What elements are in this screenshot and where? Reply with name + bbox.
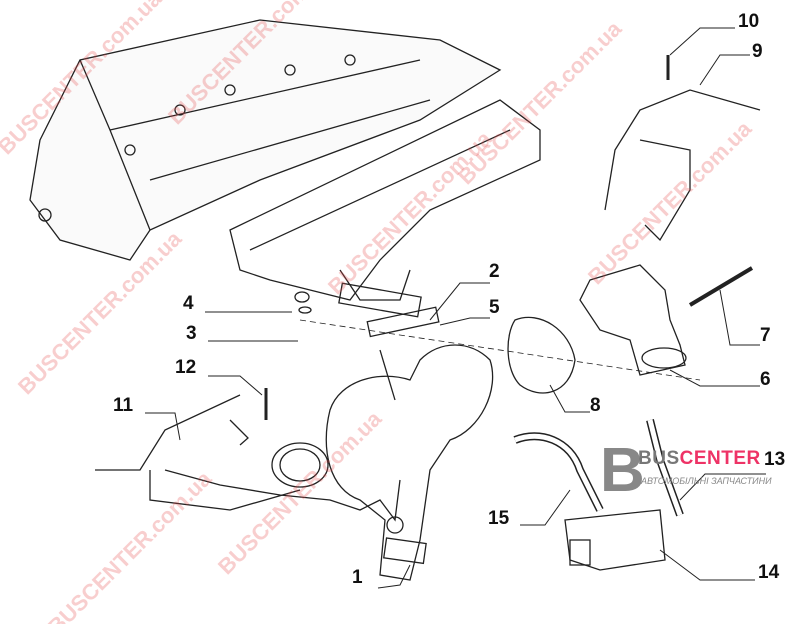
gasket-8 bbox=[507, 316, 576, 394]
exhaust-manifold bbox=[229, 99, 541, 318]
callout-14: 14 bbox=[758, 562, 780, 583]
callout-2: 2 bbox=[489, 261, 500, 282]
callout-8: 8 bbox=[590, 395, 601, 416]
hoses bbox=[513, 419, 684, 571]
cylinder-head bbox=[29, 19, 502, 261]
oil-pipe-9 bbox=[604, 55, 761, 242]
callout-12: 12 bbox=[175, 357, 197, 378]
gasket-5 bbox=[366, 306, 440, 338]
callout-13: 13 bbox=[764, 449, 786, 470]
turbocharger bbox=[271, 344, 494, 581]
callout-1: 1 bbox=[352, 567, 363, 588]
callout-3: 3 bbox=[186, 323, 197, 344]
callout-4: 4 bbox=[183, 293, 194, 314]
callout-9: 9 bbox=[752, 41, 763, 62]
outlet-elbow bbox=[579, 264, 687, 376]
buscenter-logo: B BUSCENTER АВТОМОБІЛЬНІ ЗАПЧАСТИНИ bbox=[600, 436, 772, 505]
assembly-axis bbox=[299, 319, 701, 381]
washer-3 bbox=[298, 306, 312, 314]
callout-11: 11 bbox=[113, 395, 134, 416]
oil-pipe-11 bbox=[95, 388, 404, 534]
callout-15: 15 bbox=[488, 508, 510, 529]
logo-subtitle: АВТОМОБІЛЬНІ ЗАПЧАСТИНИ bbox=[641, 476, 772, 486]
logo-letter: B bbox=[600, 436, 645, 505]
bolt-7 bbox=[688, 266, 754, 307]
leader-lines bbox=[145, 27, 766, 589]
callout-7: 7 bbox=[760, 325, 771, 346]
callout-6: 6 bbox=[760, 369, 771, 390]
nut-4 bbox=[294, 291, 310, 303]
logo-name: BUSCENTER bbox=[638, 448, 761, 469]
callout-10: 10 bbox=[738, 11, 760, 32]
callout-5: 5 bbox=[489, 297, 500, 318]
